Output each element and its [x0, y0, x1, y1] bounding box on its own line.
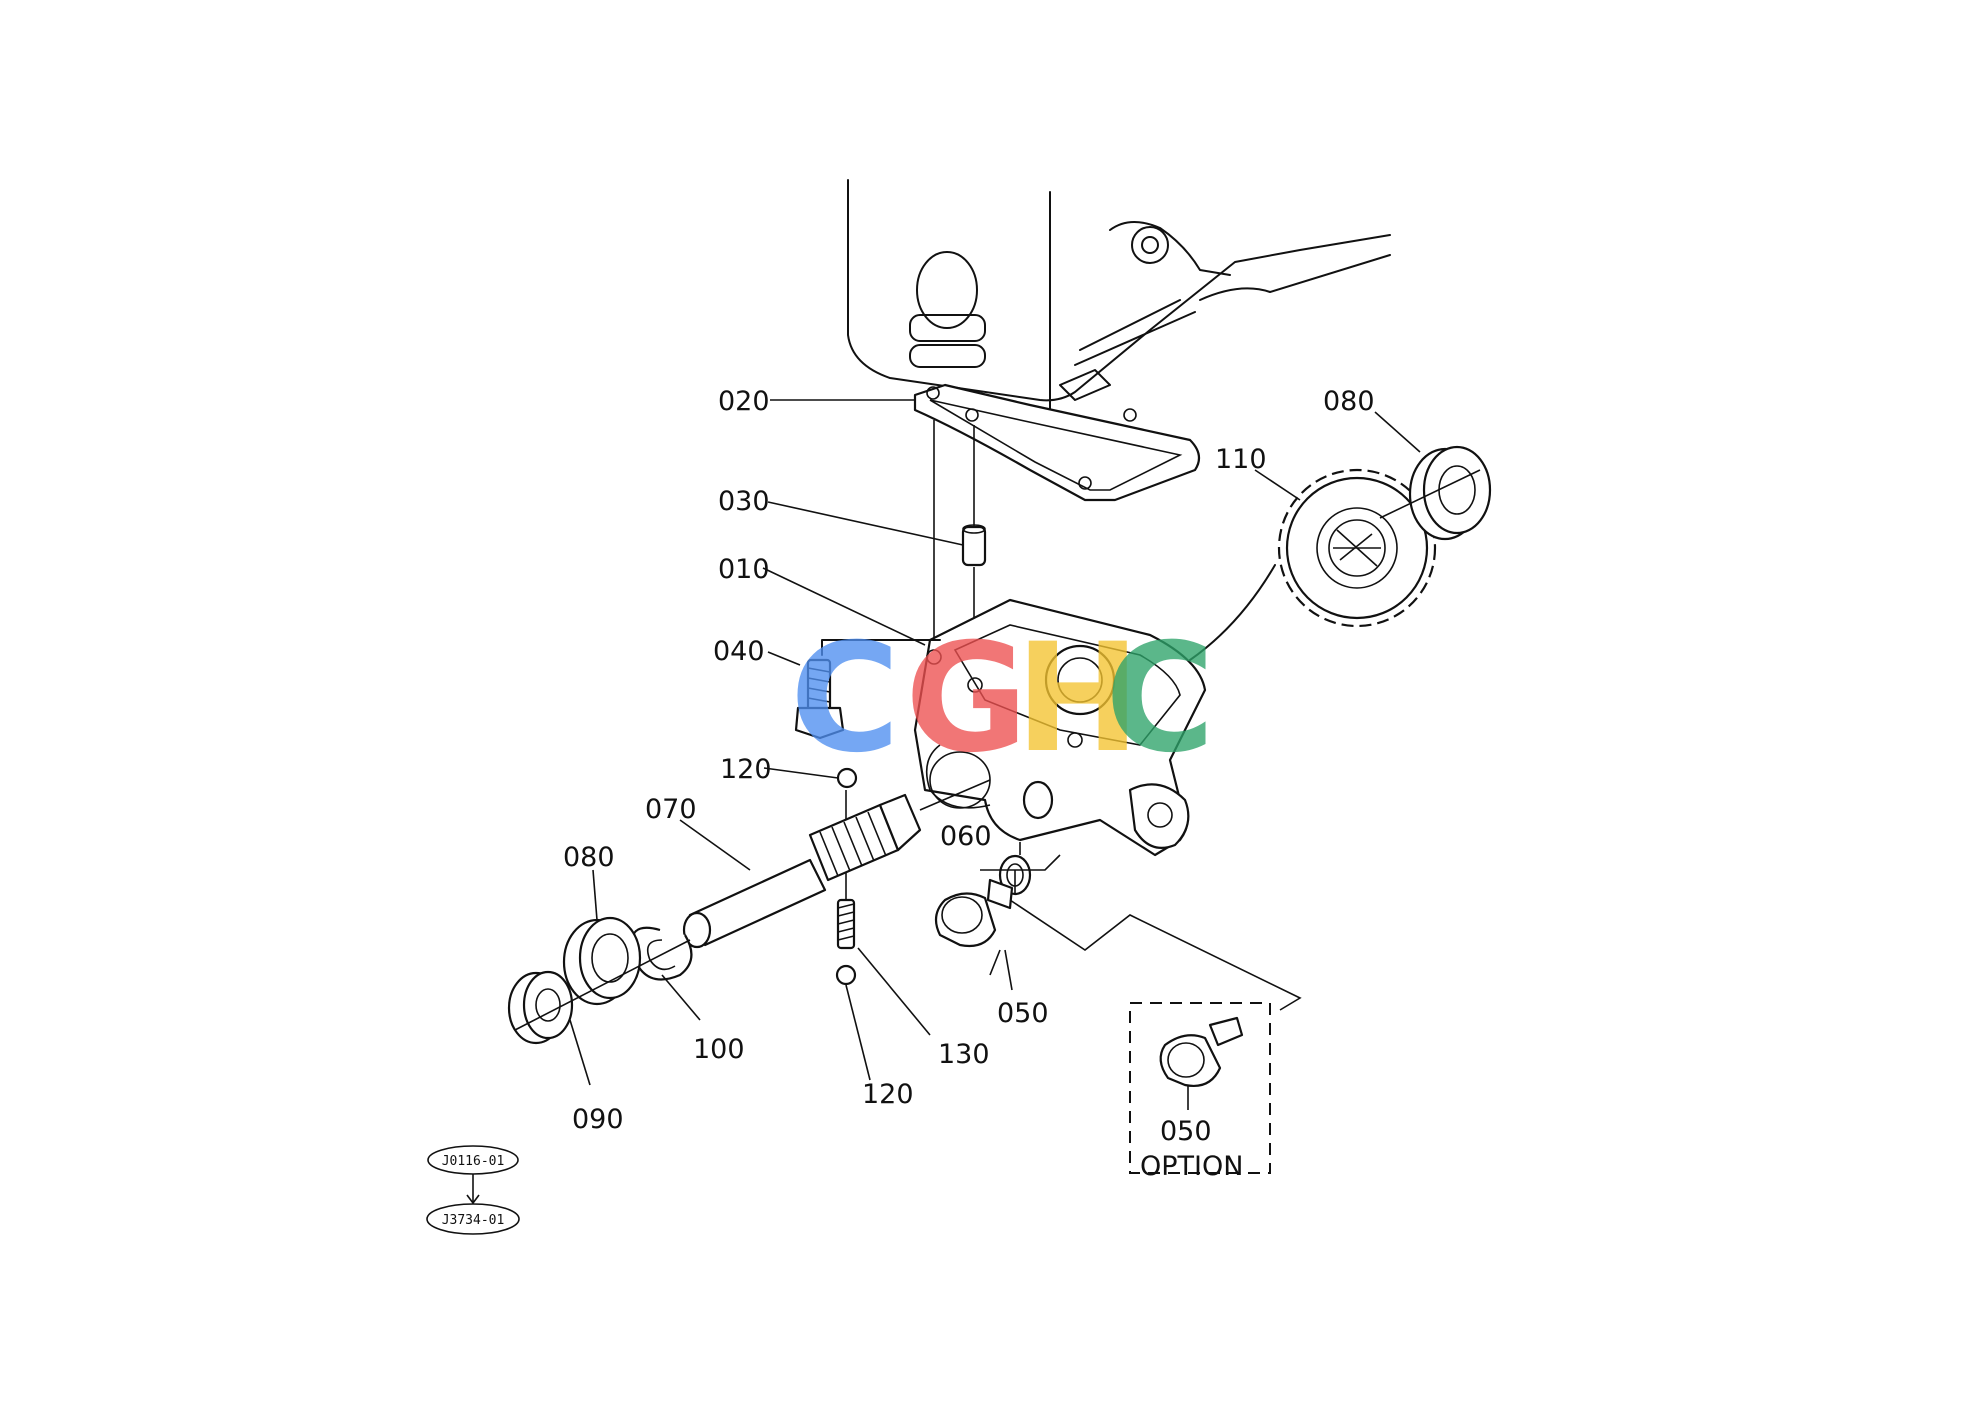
option-plug-050	[1129, 1002, 1271, 1174]
ref-bottom: J3734-01	[442, 1213, 505, 1228]
spring-130	[836, 898, 856, 950]
bolt-040	[794, 639, 941, 740]
dowel-pin-030	[961, 524, 987, 567]
label-040: 040	[713, 636, 765, 667]
gear-case-010	[913, 564, 1276, 857]
bearing-090	[507, 970, 574, 1045]
label-020: 020	[718, 386, 770, 417]
label-090: 090	[572, 1104, 624, 1135]
ball-120-lower	[835, 964, 857, 986]
label-080-left: 080	[563, 842, 615, 873]
option-label: OPTION	[1140, 1151, 1243, 1182]
label-070: 070	[645, 794, 697, 825]
engine-housing	[847, 179, 1391, 421]
label-110: 110	[1215, 444, 1267, 475]
plug-050	[934, 878, 1014, 948]
label-130: 130	[938, 1039, 990, 1070]
watermark-letter: C	[790, 612, 900, 786]
watermark-letter: G	[905, 612, 1028, 786]
leader-lines	[569, 399, 1421, 1110]
watermark-letter: H	[1015, 612, 1141, 786]
bearing-080-left	[562, 916, 642, 1006]
label-050: 050	[997, 998, 1049, 1029]
shaft-070	[682, 779, 991, 949]
label-120-upper: 120	[720, 754, 772, 785]
reference-tags: J0116-01 J3734-01	[426, 1145, 520, 1235]
watermark-logo: C G H C	[790, 612, 1215, 786]
label-030: 030	[718, 486, 770, 517]
bearing-080-right	[1408, 445, 1492, 541]
label-100: 100	[693, 1034, 745, 1065]
label-120-lower: 120	[862, 1079, 914, 1110]
ref-top: J0116-01	[442, 1154, 505, 1169]
label-010: 010	[718, 554, 770, 585]
label-080-right: 080	[1323, 386, 1375, 417]
label-050-option: 050	[1160, 1116, 1212, 1147]
watermark-letter: C	[1105, 612, 1215, 786]
gasket-020	[913, 383, 1201, 502]
label-060: 060	[940, 821, 992, 852]
